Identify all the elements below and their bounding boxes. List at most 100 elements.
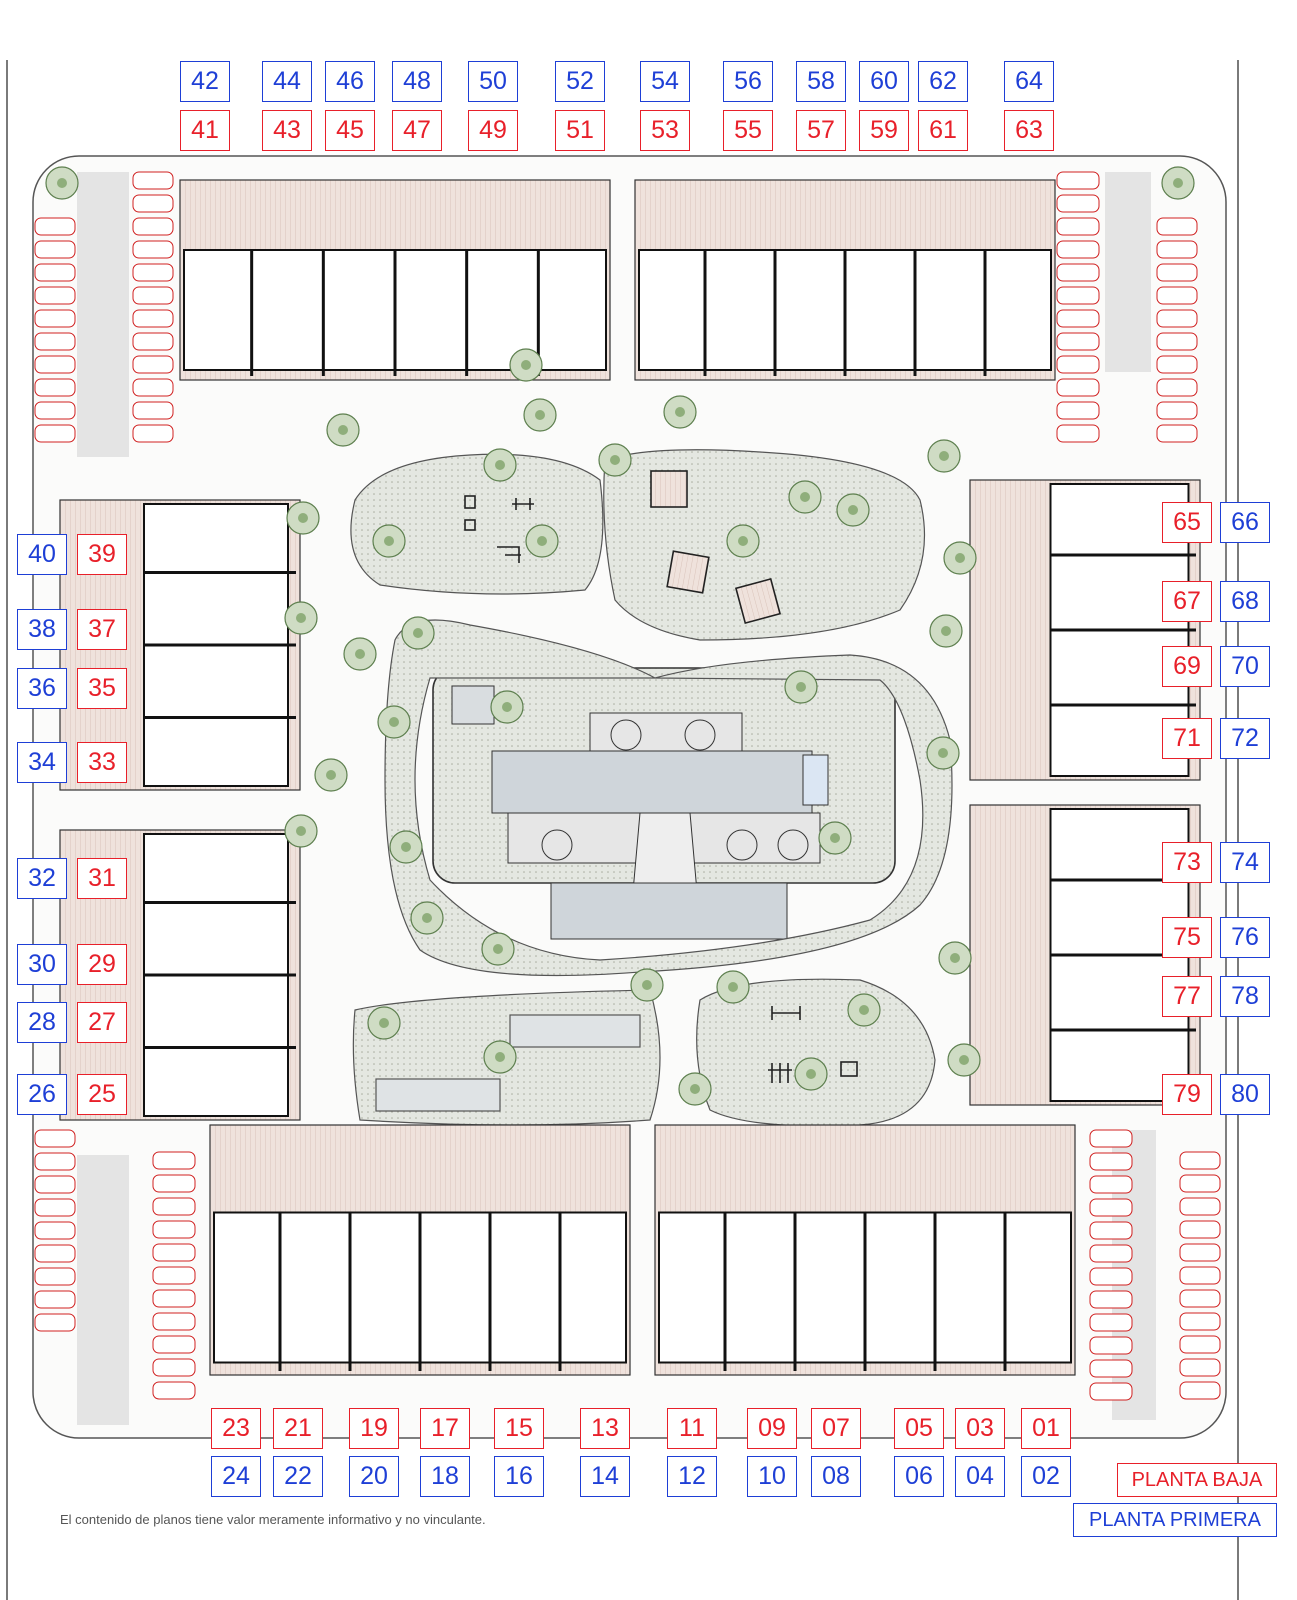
tree <box>1161 166 1195 200</box>
unit-label: 24 <box>211 1456 261 1497</box>
tree-core <box>939 451 949 461</box>
parking-areas <box>34 171 1221 1425</box>
unit-label: 42 <box>180 61 230 102</box>
parking-stall <box>152 1266 196 1285</box>
unit-label: 19 <box>349 1408 399 1449</box>
unit-label: 05 <box>894 1408 944 1449</box>
playground-equipment <box>464 470 858 1083</box>
parking-stall <box>1089 1313 1133 1332</box>
tree <box>284 814 318 848</box>
tree-core <box>830 833 840 843</box>
parking-stall <box>152 1243 196 1262</box>
parking-stall <box>1156 286 1198 305</box>
parking-stall <box>1179 1358 1221 1377</box>
parking-stall <box>1179 1381 1221 1400</box>
parking-stall <box>132 263 174 282</box>
parking-stall <box>1179 1197 1221 1216</box>
unit-label: 43 <box>262 110 312 151</box>
parking-stall <box>1089 1336 1133 1355</box>
tree-core <box>938 748 948 758</box>
legend-first-floor: PLANTA PRIMERA <box>1073 1503 1277 1537</box>
parking-stall <box>152 1335 196 1354</box>
unit-label: 38 <box>17 609 67 650</box>
unit-label: 45 <box>325 110 375 151</box>
tree <box>525 524 559 558</box>
tree-core <box>1173 178 1183 188</box>
unit-label: 04 <box>955 1456 1005 1497</box>
tree <box>716 970 750 1004</box>
unit-label: 20 <box>349 1456 399 1497</box>
tree-core <box>535 410 545 420</box>
parking-stall <box>1089 1382 1133 1401</box>
parking-stall <box>1156 424 1198 443</box>
parking-stall <box>1156 401 1198 420</box>
parking-stall <box>1179 1151 1221 1170</box>
parking-stall <box>1089 1290 1133 1309</box>
unit-label: 03 <box>955 1408 1005 1449</box>
unit-label: 39 <box>77 534 127 575</box>
parking-stall <box>1056 332 1100 351</box>
housing-block <box>634 179 1056 381</box>
parking-stall <box>1179 1220 1221 1239</box>
unit-label: 63 <box>1004 110 1054 151</box>
unit-label: 15 <box>494 1408 544 1449</box>
parking-stall <box>1089 1244 1133 1263</box>
parking-stall <box>152 1151 196 1170</box>
tree <box>794 1057 828 1091</box>
unit-label: 46 <box>325 61 375 102</box>
parking-stall <box>132 286 174 305</box>
parking-stall <box>1179 1174 1221 1193</box>
unit-label: 23 <box>211 1408 261 1449</box>
tree-core <box>384 536 394 546</box>
unit-label: 37 <box>77 609 127 650</box>
tree-core <box>413 628 423 638</box>
unit-label: 06 <box>894 1456 944 1497</box>
parking-stall <box>34 1267 76 1286</box>
unit-label: 08 <box>811 1456 861 1497</box>
unit-label: 14 <box>580 1456 630 1497</box>
tree-core <box>296 826 306 836</box>
unit-label: 12 <box>667 1456 717 1497</box>
unit-label: 74 <box>1220 842 1270 883</box>
tree <box>630 968 664 1002</box>
tree <box>343 637 377 671</box>
parking-stall <box>1056 194 1100 213</box>
unit-label: 80 <box>1220 1074 1270 1115</box>
unit-label: 27 <box>77 1002 127 1043</box>
parking-stall <box>1156 309 1198 328</box>
unit-label: 02 <box>1021 1456 1071 1497</box>
tree <box>401 616 435 650</box>
parking-stall <box>34 1221 76 1240</box>
tree <box>678 1072 712 1106</box>
parking-stall <box>1056 263 1100 282</box>
parking-stall <box>1156 355 1198 374</box>
unit-label: 21 <box>273 1408 323 1449</box>
parking-stall <box>152 1197 196 1216</box>
tree <box>926 736 960 770</box>
tree <box>45 166 79 200</box>
parking-stall <box>1089 1175 1133 1194</box>
parking-stall <box>132 309 174 328</box>
tree-core <box>859 1005 869 1015</box>
parking-stall <box>34 217 76 236</box>
unit-label: 29 <box>77 944 127 985</box>
unit-label: 72 <box>1220 718 1270 759</box>
tree <box>938 941 972 975</box>
parking-stall <box>34 424 76 443</box>
parking-stall <box>1179 1289 1221 1308</box>
parking-stall <box>132 378 174 397</box>
tree-core <box>848 505 858 515</box>
parking-stall <box>132 171 174 190</box>
tree-core <box>493 944 503 954</box>
tree-core <box>422 913 432 923</box>
tree-core <box>610 455 620 465</box>
parking-stall <box>34 1198 76 1217</box>
tree-core <box>495 460 505 470</box>
unit-label: 66 <box>1220 502 1270 543</box>
unit-label: 30 <box>17 944 67 985</box>
tree-core <box>941 626 951 636</box>
housing-blocks <box>59 179 1201 1376</box>
unit-label: 54 <box>640 61 690 102</box>
tree-core <box>806 1069 816 1079</box>
